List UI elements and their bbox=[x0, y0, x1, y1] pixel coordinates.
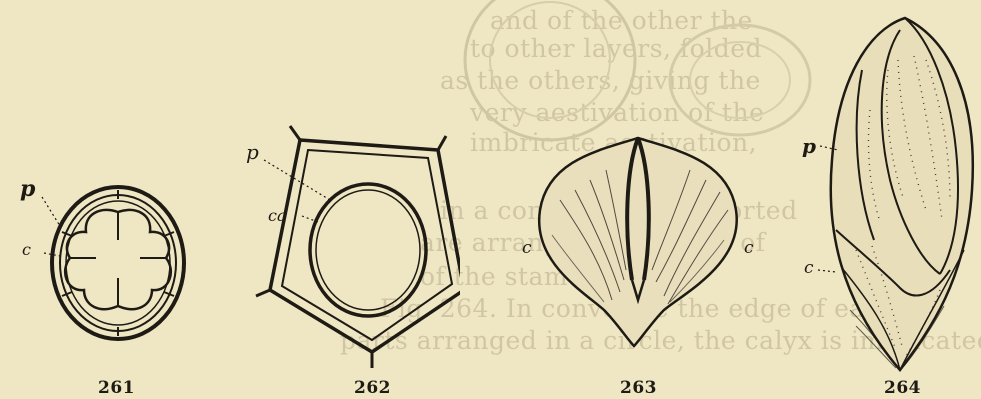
label-calyx-264: c bbox=[804, 258, 814, 278]
label-petal-264: p bbox=[802, 134, 816, 158]
figure-number-264: 264 bbox=[884, 378, 921, 398]
